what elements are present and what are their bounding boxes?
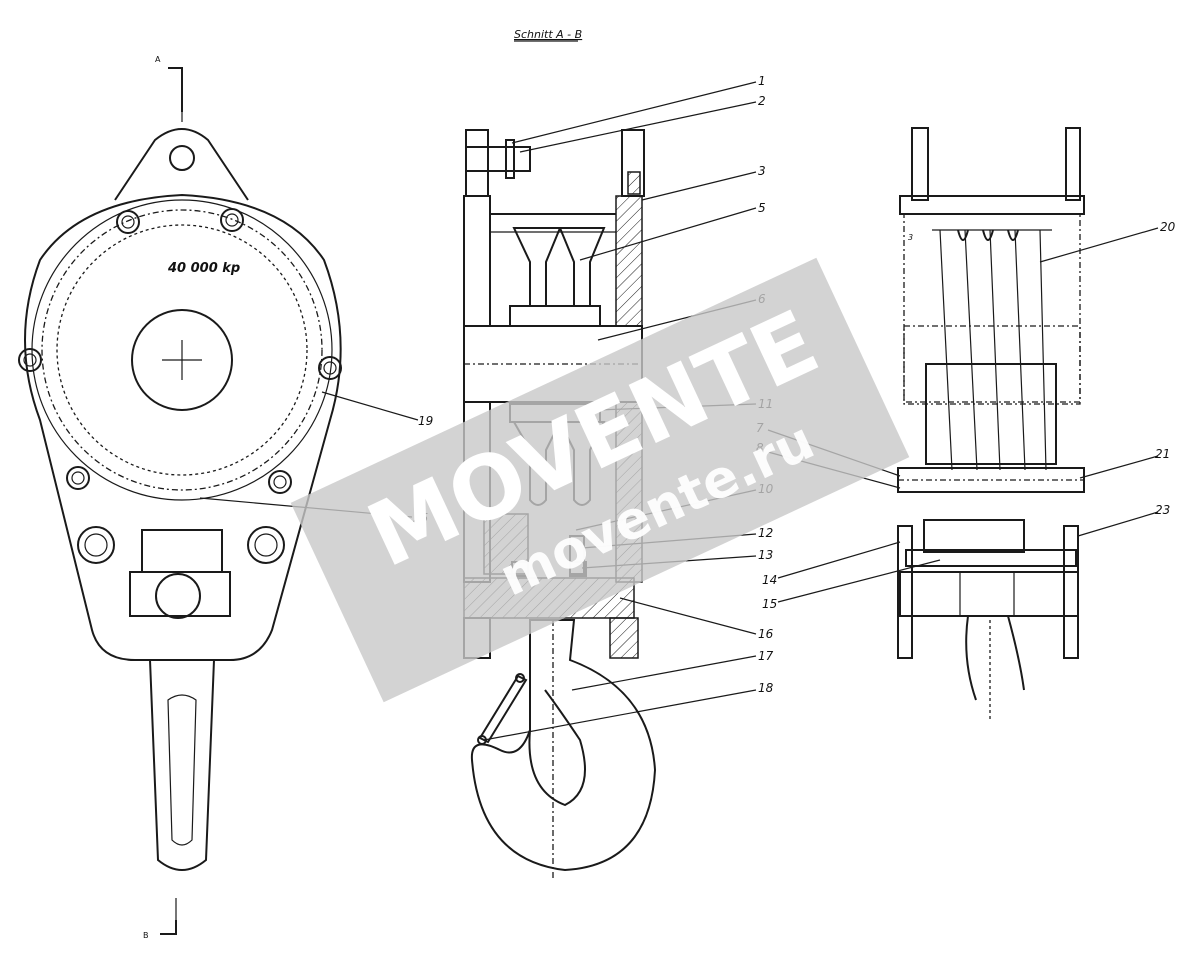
- callout-1: 1: [758, 74, 766, 88]
- callout-12: 12: [758, 526, 773, 540]
- callout-5: 5: [758, 201, 766, 215]
- callout-3: 3: [758, 164, 766, 178]
- callout-20: 20: [1160, 220, 1176, 234]
- callout-14: 14: [762, 573, 777, 587]
- section-title: Schnitt A - B: [514, 28, 582, 41]
- callout-19: 19: [418, 414, 433, 428]
- section-marker-b: B: [143, 931, 149, 940]
- hook-body: [470, 619, 657, 872]
- front-view: A 40 000 kp: [18, 55, 342, 940]
- safety-latch: [478, 674, 528, 744]
- section-marker-a: A: [155, 55, 161, 64]
- watermark: MOVENTE movente.ru: [290, 257, 910, 703]
- callout-2: 2: [758, 94, 766, 108]
- bolt-group: [18, 208, 342, 564]
- load-rating-label: 40 000 kp: [167, 261, 240, 276]
- callout-16: 16: [758, 627, 774, 641]
- side-view: [897, 127, 1085, 720]
- callout-17: 17: [758, 649, 774, 663]
- callout-15: 15: [762, 597, 777, 611]
- callout-18: 18: [758, 681, 774, 695]
- callout-23: 23: [1155, 503, 1170, 517]
- lifting-eye: [114, 128, 249, 201]
- hook-shank: [149, 659, 215, 871]
- callout-21: 21: [1155, 447, 1170, 461]
- callout-13: 13: [758, 548, 773, 562]
- callout-3-side: 3: [908, 233, 913, 242]
- axle-circle: [131, 309, 233, 411]
- block-housing-outline: [24, 193, 342, 661]
- watermark-band: [290, 257, 910, 703]
